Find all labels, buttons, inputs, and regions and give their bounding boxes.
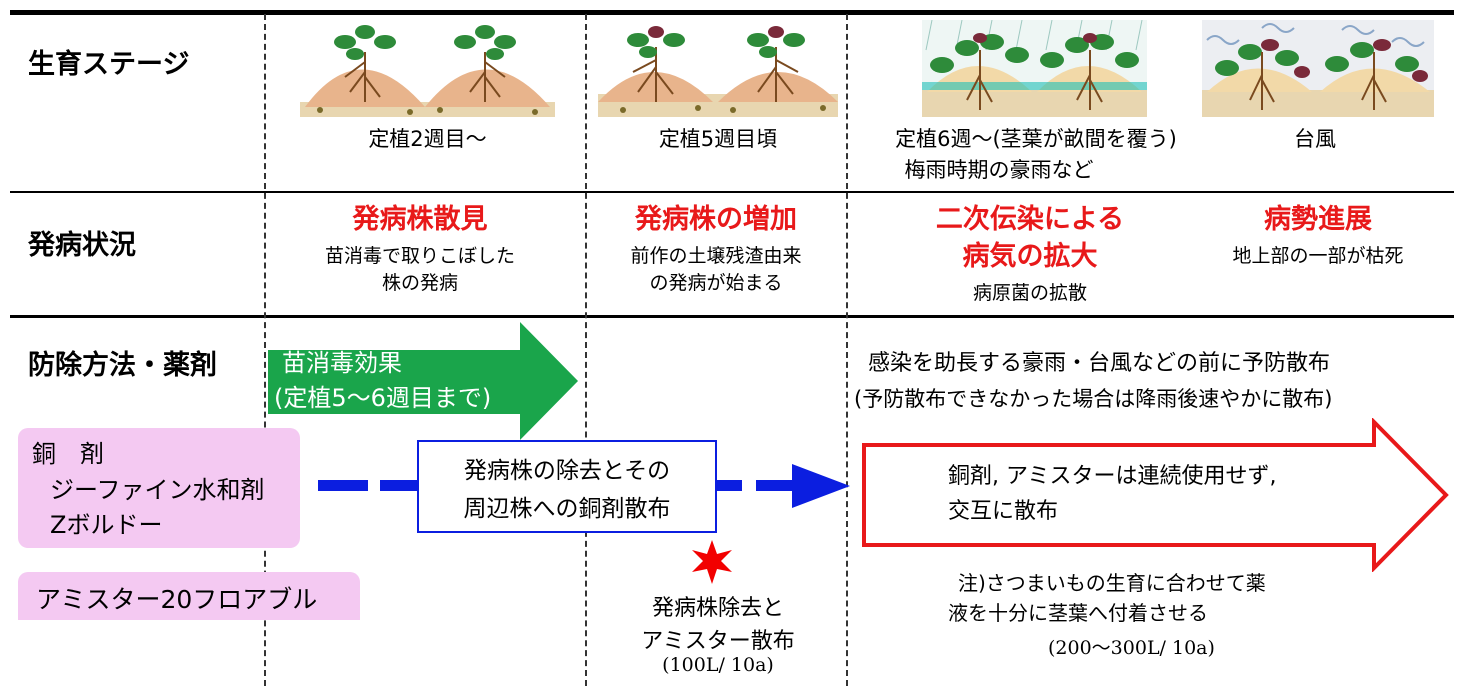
note-line2: 液を十分に茎葉へ付着させる (948, 601, 1208, 625)
removal-spray-line2: 周辺株への銅剤散布 (463, 496, 671, 522)
note-line1: 注)さつまいもの生育に合わせて薬 (958, 571, 1266, 595)
red-star-burst-icon (692, 540, 732, 584)
alternate-spray-arrow (862, 418, 1449, 572)
removal-spray-box (417, 440, 717, 533)
stage1-illustration-icon (300, 25, 555, 117)
preventive-spray-line2: (予防散布できなかった場合は降雨後速やかに散布) (854, 387, 1333, 411)
column-divider-2 (585, 14, 587, 686)
alternate-spray-line1: 銅剤, アミスターは連続使用せず, (948, 464, 1277, 489)
copper-agent-item1: ジーファイン水和剤 (50, 476, 265, 504)
alternate-spray-line2: 交互に散布 (948, 499, 1059, 524)
condition2-title: 発病株の増加 (635, 204, 797, 235)
green-arrow-label-line1: 苗消毒効果 (282, 349, 402, 377)
star-note-line2: アミスター散布 (641, 629, 795, 654)
row-header-condition: 発病状況 (28, 230, 136, 261)
copper-agent-item2: Zボルドー (50, 511, 163, 539)
copper-agent-title: 銅 剤 (32, 440, 104, 468)
stage2-illustration-icon (598, 26, 838, 117)
star-note-line3: (100L/ 10a) (662, 654, 774, 676)
condition2-sub-line1: 前作の土壌残渣由来 (630, 245, 802, 267)
stage4-caption: 台風 (1294, 127, 1336, 151)
stage1-caption: 定植2週目～ (368, 127, 487, 151)
row-divider-2 (10, 315, 1454, 318)
copper-agent-box (18, 428, 300, 548)
removal-spray-line1: 発病株の除去とその (463, 458, 671, 484)
condition2-sub-line2: の発病が始まる (649, 272, 783, 294)
row-header-control: 防除方法・薬剤 (28, 350, 217, 381)
condition3-sub: 病原菌の拡散 (972, 282, 1087, 304)
condition1-sub-line2: 株の発病 (381, 272, 458, 294)
copper-spray-dashed-arrow (318, 464, 850, 508)
column-divider-3 (846, 14, 848, 686)
amistar-label: アミスター20フロアブル (36, 585, 318, 614)
row-header-stage: 生育ステージ (28, 49, 190, 80)
stage2-caption: 定植5週目頃 (658, 127, 778, 151)
condition4-sub: 地上部の一部が枯死 (1232, 245, 1404, 267)
stage3-caption-line1: 定植6週～(茎葉が畝間を覆う) (895, 127, 1177, 151)
condition3-title-line1: 二次伝染による (935, 204, 1125, 235)
note-line3: (200～300L/ 10a) (1048, 637, 1215, 659)
condition3-title-line2: 病気の拡大 (962, 241, 1098, 272)
seedling-disinfection-arrow (268, 322, 578, 440)
green-arrow-label-line2: (定植5～6週目まで) (274, 384, 492, 412)
condition4-title: 病勢進展 (1264, 204, 1372, 235)
star-note-line1: 発病株除去と (651, 596, 784, 621)
preventive-spray-line1: 感染を助長する豪雨・台風などの前に予防散布 (868, 351, 1331, 376)
stage3-caption-line2: 梅雨時期の豪雨など (904, 158, 1094, 182)
top-border (10, 10, 1454, 15)
stage4-typhoon-illustration-icon (1202, 20, 1434, 117)
row-divider-1 (10, 191, 1454, 193)
amistar-box (18, 572, 360, 620)
condition1-sub-line1: 苗消毒で取りこぼした (324, 245, 515, 267)
condition1-title: 発病株散見 (352, 204, 488, 235)
stage3-rain-illustration-icon (922, 20, 1147, 117)
column-divider-1 (264, 14, 266, 686)
